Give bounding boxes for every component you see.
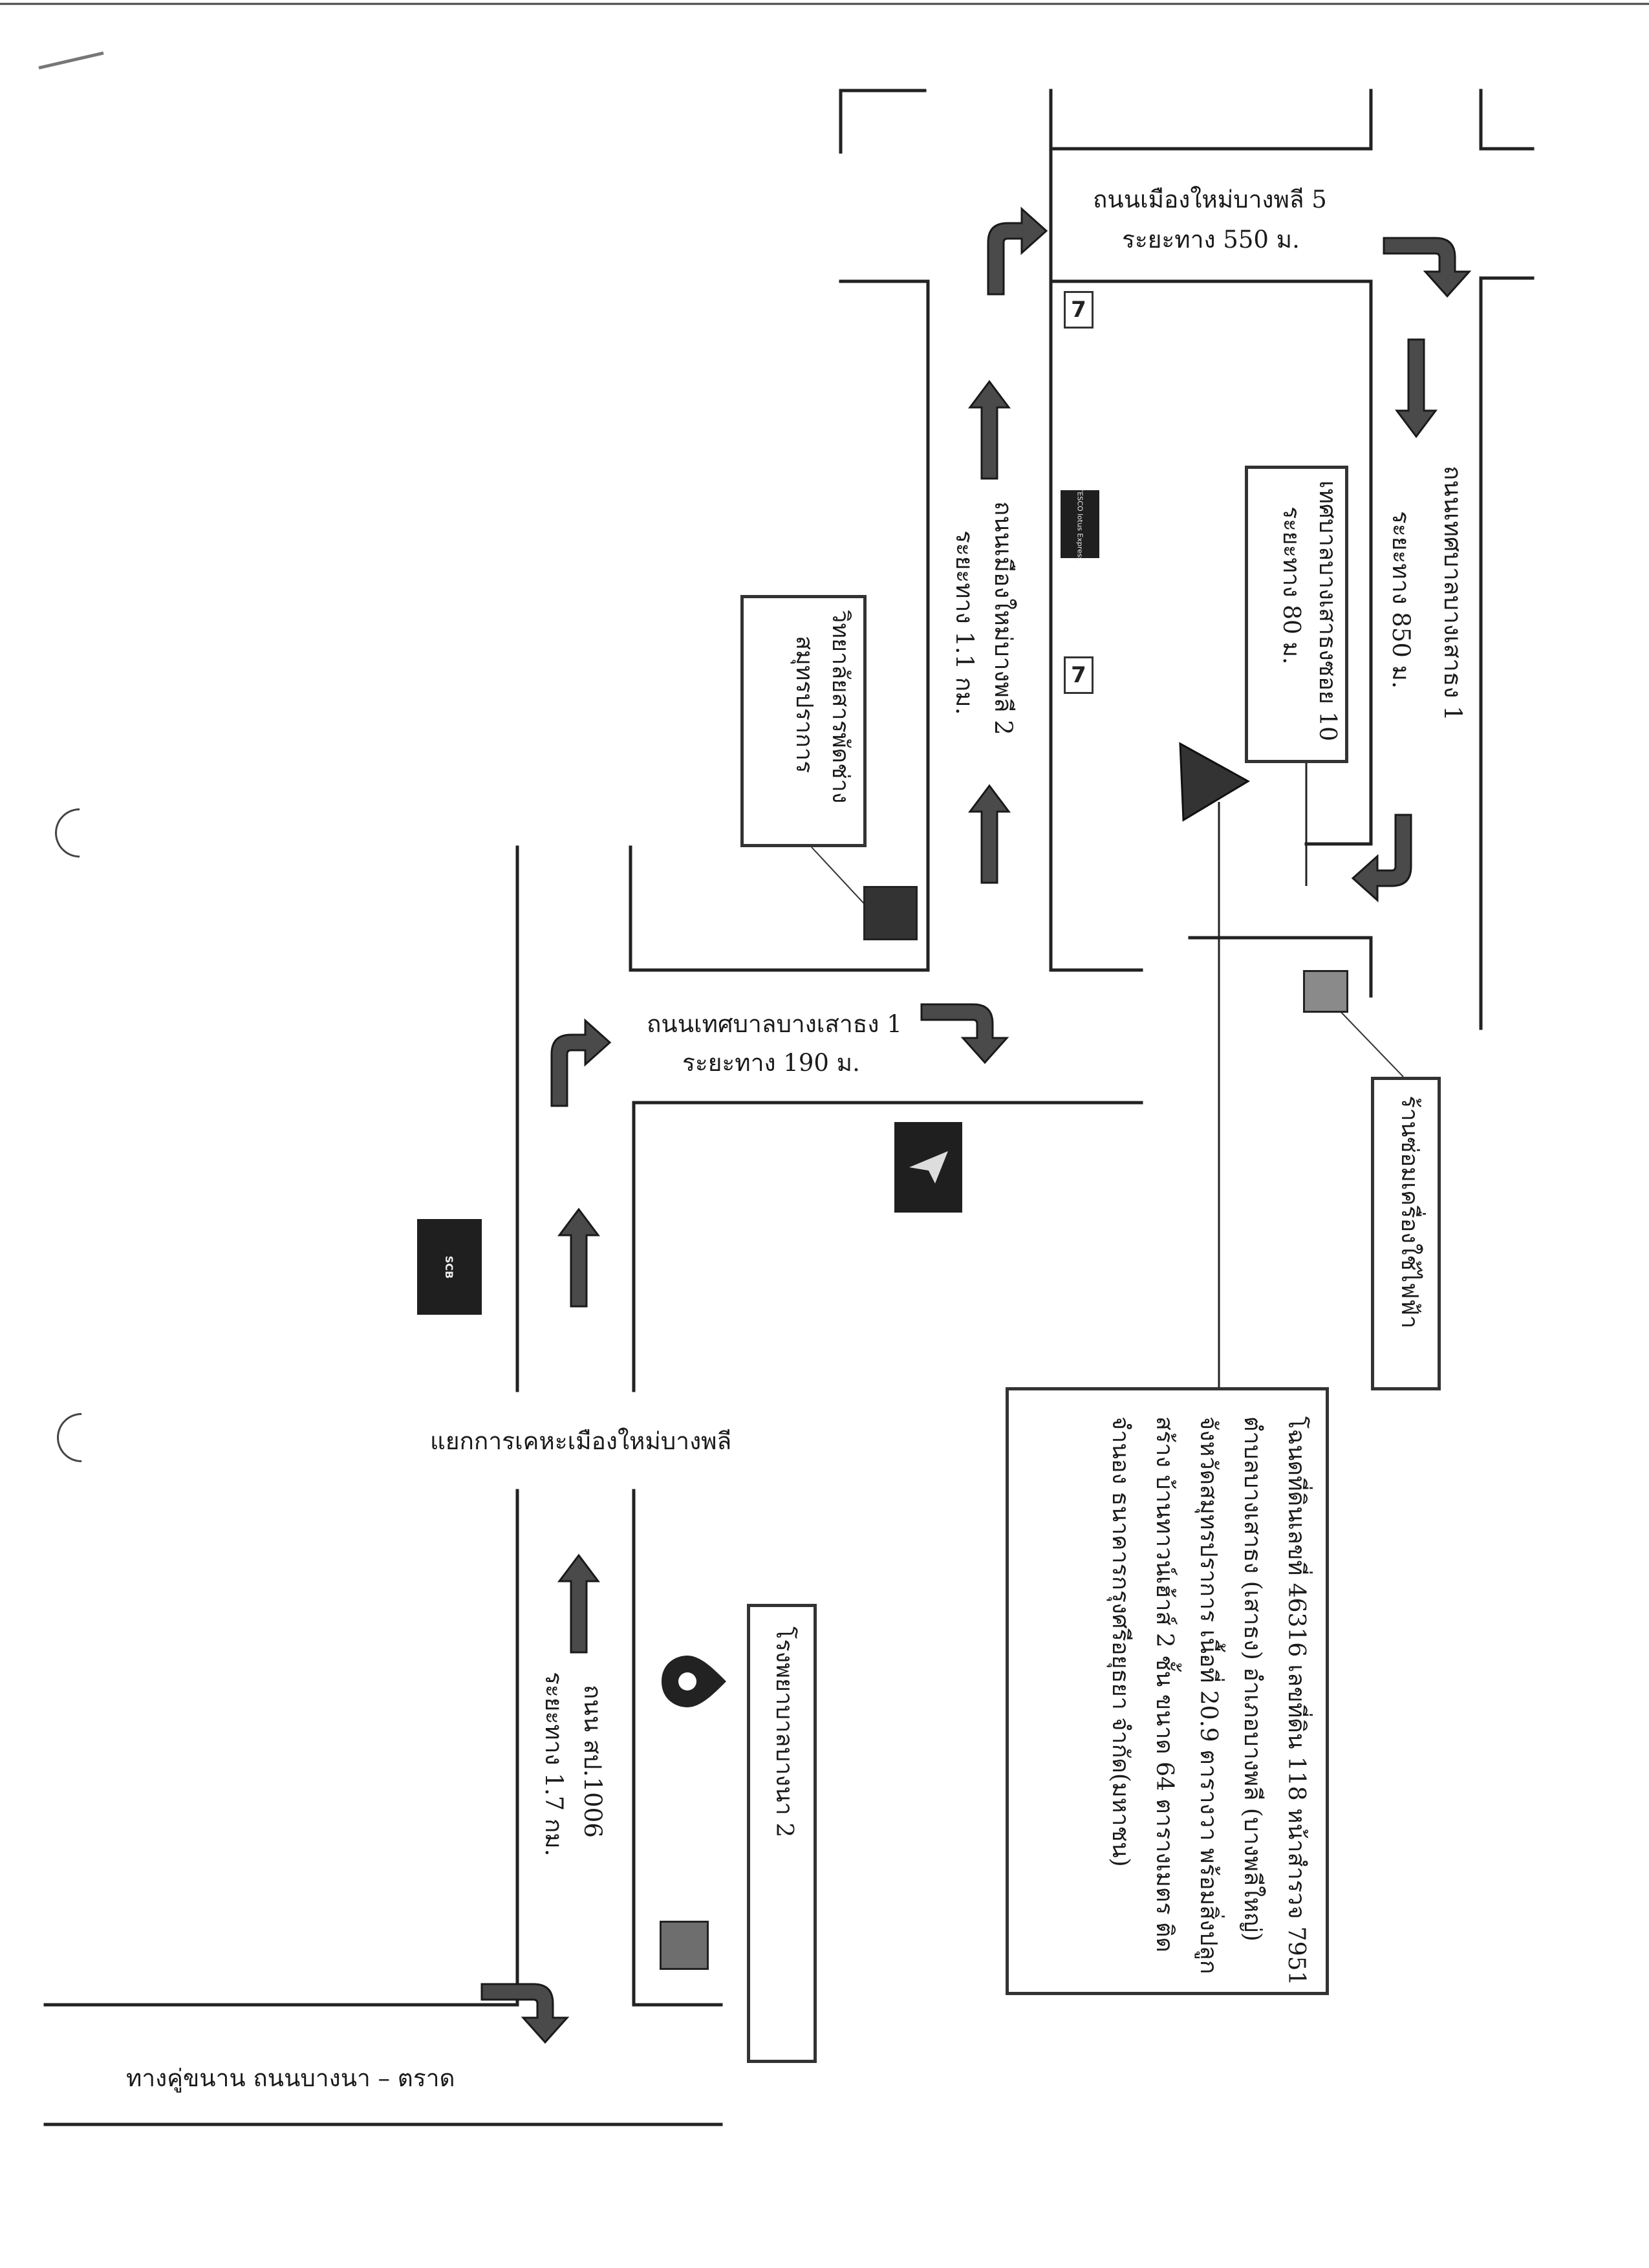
arrow-down-icon (1396, 338, 1437, 438)
turn-arrow-icon (550, 1019, 611, 1107)
soi10-distance: ระยะทาง 80 ม. (1278, 506, 1305, 665)
scb-logo: SCB (417, 1219, 482, 1315)
arrow-up-icon (558, 1554, 599, 1654)
college-name-line1: วิทยาลัยสารพัดช่าง (827, 610, 854, 804)
thesaban-1-short-label: ถนนเทศบาลบางเสาธง 1 (647, 1010, 902, 1038)
sor-pol-1006-road (515, 845, 636, 1392)
frontage-road (43, 1489, 723, 2126)
paper-plane-icon (909, 1151, 948, 1183)
thesaban-1-short-road (629, 89, 1143, 1392)
muang-mai-2-road (1049, 89, 1373, 998)
sor-pol-1006-distance: ระยะทาง 1.7 กม. (540, 1672, 568, 1857)
electrical-shop-name: ร้านซ่อมเครื่องใช้ไฟฟ้า (1396, 1096, 1423, 1329)
thesaban-1-long-distance: ระยะทาง 850 ม. (1387, 511, 1415, 689)
turn-arrow-icon (920, 1003, 1008, 1064)
property-line-3: จังหวัดสมุทรปราการ เนื้อที่ 20.9 ตารางวา… (1195, 1416, 1222, 1974)
thesaban-1-short-distance: ระยะทาง 190 ม. (682, 1049, 860, 1077)
college-name-line2: สมุทรปราการ (791, 636, 818, 773)
hospital-marker (660, 1921, 709, 1970)
bank-logo-icon (894, 1122, 962, 1213)
arrow-up-icon (969, 784, 1010, 884)
thesaban-1-long-label: ถนนเทศบาลบางเสาธง 1 (1439, 466, 1467, 721)
gas-station-icon (662, 1656, 726, 1707)
turn-arrow-icon (1383, 237, 1471, 297)
scan-mark (38, 51, 104, 70)
electrical-shop-marker (1303, 970, 1348, 1013)
soi10-box: เทศบาลบางเสาธงซอย 10 ระยะทาง 80 ม. (1245, 466, 1348, 763)
seven-eleven-logo: 7 (1064, 291, 1094, 329)
hospital-box: โรงพยาบาลบางนา 2 (747, 1604, 817, 2063)
muang-mai-5-label: ถนนเมืองใหม่บางพลี 5 (1093, 186, 1327, 213)
college-marker (863, 886, 918, 940)
property-description-box: โฉนดที่ดินเลขที่ 46316 เลขที่ดิน 118 หน้… (1006, 1387, 1329, 1995)
arrow-up-icon (969, 380, 1010, 480)
property-line-4: สร้าง บ้านทาวน์เฮ้าส์ 2 ชั้น ขนาด 64 ตาร… (1151, 1416, 1178, 1952)
frontage-road-label: ทางคู่ขนาน ถนนบางนา – ตราด (126, 2064, 455, 2092)
seven-eleven-logo: 7 (1064, 656, 1094, 694)
arrow-up-icon (558, 1208, 599, 1308)
property-line-5: จำนอง ธนาคารกรุงศรีอยุธยา จำกัด(มหาชน) (1107, 1416, 1134, 1867)
turn-arrow-icon (987, 208, 1048, 296)
muang-mai-2-distance: ระยะทาง 1.1 กม. (951, 530, 978, 715)
destination-triangle-icon (1179, 742, 1251, 822)
college-box: วิทยาลัยสารพัดช่าง สมุทรปราการ (740, 595, 867, 847)
junction-label: แยกการเคหะเมืองใหม่บางพลี (430, 1427, 732, 1455)
thesaban-1-long-road (1479, 89, 1535, 1030)
muang-mai-5-distance: ระยะทาง 550 ม. (1122, 226, 1300, 254)
muang-mai-2-label: ถนนเมืองใหม่บางพลี 2 (989, 501, 1017, 735)
sor-pol-1006-label: ถนน สป.1006 (579, 1685, 607, 1838)
tesco-lotus-logo: TESCO lotus Express (1061, 488, 1099, 561)
property-line-1: โฉนดที่ดินเลขที่ 46316 เลขที่ดิน 118 หน้… (1283, 1416, 1310, 1986)
electrical-shop-box: ร้านซ่อมเครื่องใช้ไฟฟ้า (1371, 1077, 1441, 1390)
turn-arrow-icon (1352, 814, 1412, 902)
property-line-2: ตำบลบางเสาธง (เสาธง) อำเภอบางพลี (บางพลี… (1239, 1416, 1266, 1942)
turn-arrow-icon (480, 1983, 568, 2044)
hospital-name: โรงพยาบาลบางนา 2 (771, 1626, 797, 1838)
soi10-name: เทศบาลบางเสาธงซอย 10 (1314, 481, 1341, 742)
